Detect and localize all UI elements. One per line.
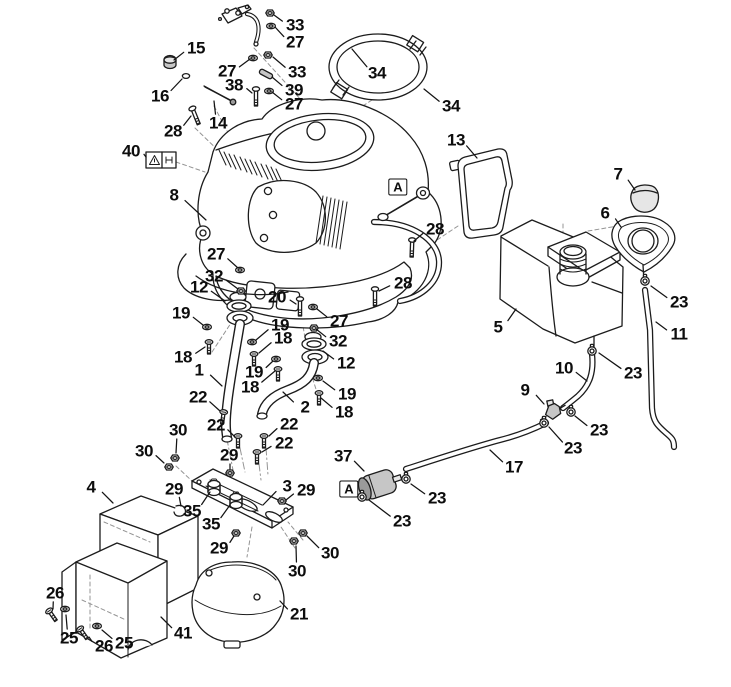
- fuel-hose-10: [559, 350, 596, 412]
- leader-line: [650, 285, 668, 299]
- leader-line: [175, 438, 178, 454]
- mount-bracket-3: [191, 468, 294, 529]
- leader-line: [655, 321, 668, 331]
- leader-line: [246, 88, 253, 94]
- leader-line: [209, 374, 223, 387]
- rubber-mount-35: [207, 478, 221, 497]
- leader-line: [282, 391, 295, 403]
- leader-line: [273, 14, 283, 22]
- leader-line: [274, 26, 285, 38]
- leader-line: [225, 279, 239, 290]
- leader-line: [184, 199, 207, 221]
- leader-line: [261, 370, 276, 383]
- leader-line: [155, 455, 165, 464]
- pin-14: [203, 85, 237, 106]
- leader-line: [178, 496, 182, 507]
- leader-line: [598, 352, 622, 370]
- leader-line: [258, 342, 272, 354]
- leader-line: [316, 308, 328, 318]
- leader-line: [210, 290, 226, 302]
- leader-line: [238, 58, 251, 68]
- leader-line: [192, 316, 204, 326]
- leader-line: [315, 328, 327, 338]
- leader-line: [289, 299, 297, 305]
- clip-29: [173, 504, 187, 517]
- leader-line: [507, 308, 517, 322]
- leader-line: [322, 350, 335, 360]
- fasteners: [44, 9, 650, 642]
- gasket-13: [448, 148, 513, 239]
- leader-line: [353, 460, 365, 472]
- leader-line: [170, 78, 183, 92]
- shutoff-valve-9: [539, 399, 566, 421]
- cap-nut-15: [163, 54, 177, 70]
- leader-line: [285, 493, 295, 501]
- leader-line: [143, 153, 147, 158]
- leader-line: [271, 76, 283, 87]
- leader-line: [227, 258, 239, 269]
- leader-line: [466, 145, 478, 159]
- rubber-mount-35: [229, 491, 243, 510]
- leader-line: [368, 499, 391, 517]
- throttle-cable-assembly: [217, 4, 261, 47]
- leader-line: [574, 415, 588, 427]
- leader-line: [489, 449, 504, 463]
- leader-line: [410, 483, 426, 495]
- split-ring-34: [328, 33, 428, 101]
- fuel-hose-17: [402, 419, 550, 473]
- exhaust-pipe-2: [256, 337, 329, 420]
- tank-cover-6: [611, 215, 676, 283]
- heat-shield-41: [61, 542, 168, 659]
- leader-line: [322, 380, 336, 391]
- leader-line: [255, 329, 269, 341]
- leader-line: [220, 504, 231, 519]
- leader-line: [101, 629, 113, 640]
- leader-line: [183, 115, 192, 126]
- leader-line: [213, 100, 217, 115]
- leader-line: [378, 285, 391, 292]
- leader-line: [65, 614, 68, 630]
- leader-line: [413, 232, 424, 242]
- leader-line: [320, 397, 333, 408]
- leader-line: [575, 371, 588, 382]
- leader-line: [272, 56, 286, 68]
- leader-line: [271, 91, 283, 101]
- leader-line: [535, 394, 545, 405]
- leader-line: [306, 535, 320, 549]
- leader-line: [101, 491, 114, 504]
- fuel-filter-37: [357, 469, 403, 501]
- muffler-21: [191, 561, 285, 649]
- o-ring-16: [181, 72, 191, 80]
- leader-line: [265, 360, 274, 369]
- sleeve-39: [258, 68, 274, 80]
- leader-line: [227, 429, 236, 438]
- filler-cap-7: [630, 184, 660, 213]
- fuel-hose-11: [641, 286, 678, 451]
- leader-line: [351, 48, 368, 68]
- warning-label-40: [145, 151, 177, 169]
- leader-line: [195, 346, 206, 354]
- leader-line: [262, 490, 277, 506]
- exhaust-pipe-1: [220, 299, 254, 443]
- fuel-tank-5: [499, 219, 624, 349]
- leader-line: [229, 535, 235, 544]
- leader-line: [279, 600, 289, 610]
- leader-line: [627, 179, 636, 191]
- leader-lines: [52, 14, 668, 642]
- leader-line: [173, 51, 185, 61]
- engine-illustration: [177, 98, 443, 343]
- leader-line: [614, 218, 622, 228]
- leader-line: [201, 491, 211, 506]
- leader-line: [548, 426, 564, 443]
- leader-line: [209, 401, 221, 412]
- leader-line: [261, 445, 272, 453]
- leader-line: [160, 616, 173, 629]
- leader-line: [423, 88, 440, 102]
- leader-line: [268, 428, 278, 437]
- leader-line: [88, 636, 93, 642]
